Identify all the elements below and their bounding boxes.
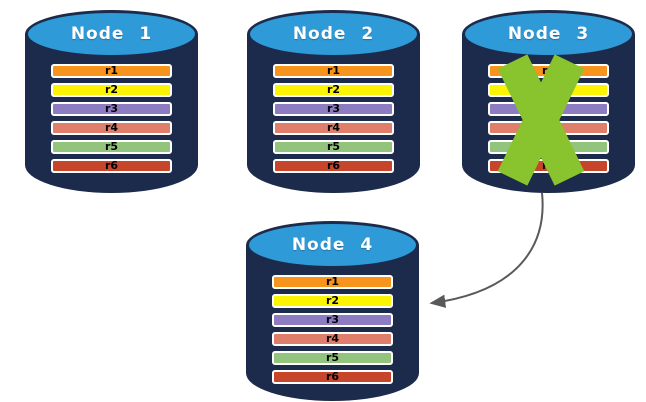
node-title: Node 1 <box>70 24 153 44</box>
row-r5: r5 <box>272 351 393 365</box>
node-3: Node 3 r1 r2 r3 r4 r5 r6 <box>462 10 635 193</box>
row-r6: r6 <box>272 370 393 384</box>
node-4-cylinder-top: Node 4 <box>246 221 419 269</box>
row-r4: r4 <box>272 332 393 346</box>
node-title: Node 2 <box>292 24 375 44</box>
node-1-cylinder-top: Node 1 <box>25 10 198 58</box>
node-title: Node 3 <box>507 24 590 44</box>
row-r3: r3 <box>273 102 394 116</box>
node-2: Node 2 r1 r2 r3 r4 r5 r6 <box>247 10 420 193</box>
node-4: Node 4 r1 r2 r3 r4 r5 r6 <box>246 221 419 401</box>
row-r1: r1 <box>51 64 172 78</box>
node-2-cylinder-top: Node 2 <box>247 10 420 58</box>
row-r3: r3 <box>272 313 393 327</box>
row-r6: r6 <box>51 159 172 173</box>
node-4-row-stack: r1 r2 r3 r4 r5 r6 <box>272 275 393 384</box>
row-r5: r5 <box>51 140 172 154</box>
row-r5: r5 <box>273 140 394 154</box>
row-r4: r4 <box>273 121 394 135</box>
arrow-curve <box>429 192 544 308</box>
node-title: Node 4 <box>291 235 374 255</box>
node-1-row-stack: r1 r2 r3 r4 r5 r6 <box>51 64 172 173</box>
node-3-cylinder-top: Node 3 <box>462 10 635 58</box>
node-1: Node 1 r1 r2 r3 r4 r5 r6 <box>25 10 198 193</box>
row-r3: r3 <box>51 102 172 116</box>
row-r4: r4 <box>51 121 172 135</box>
row-r1: r1 <box>273 64 394 78</box>
row-r2: r2 <box>273 83 394 97</box>
row-r1: r1 <box>272 275 393 289</box>
row-r2: r2 <box>272 294 393 308</box>
node-2-row-stack: r1 r2 r3 r4 r5 r6 <box>273 64 394 173</box>
row-r6: r6 <box>273 159 394 173</box>
row-r2: r2 <box>51 83 172 97</box>
